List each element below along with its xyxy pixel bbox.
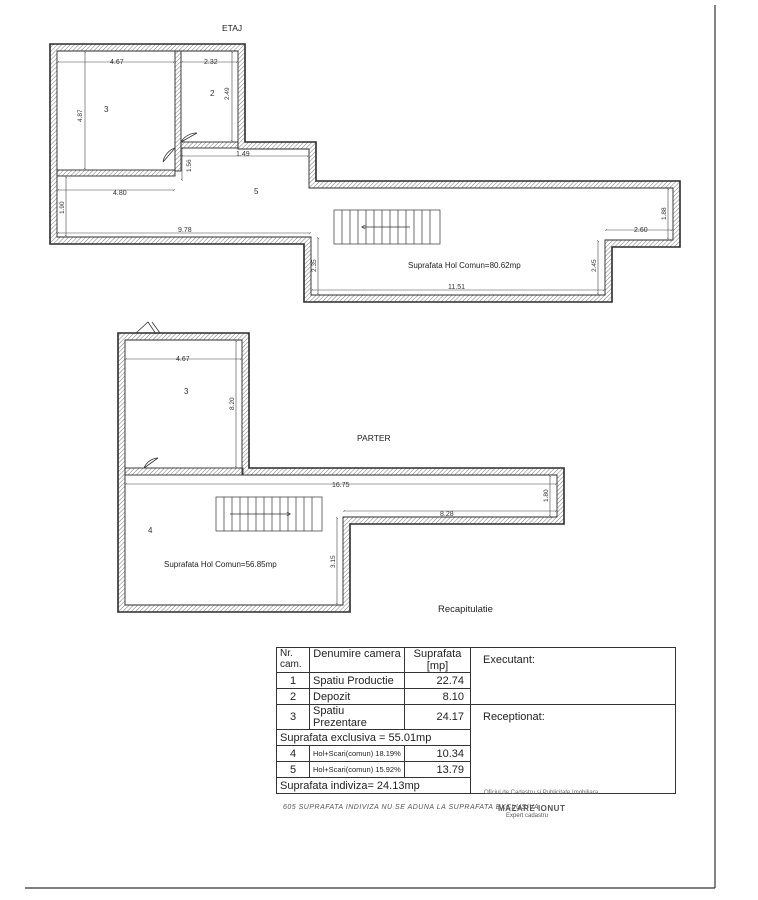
- row-name: Spatiu Prezentare: [309, 704, 405, 730]
- row-area: 13.79: [404, 761, 471, 778]
- dim-etaj-14: 1.88: [661, 207, 668, 220]
- table-header-row: Nr. cam. Denumire camera Suprafata [mp] …: [276, 647, 676, 705]
- room-number-etaj-3: 3: [104, 105, 109, 114]
- dim-etaj-8: 1.90: [59, 201, 66, 214]
- dim-etaj-9: 9.78: [178, 227, 192, 234]
- stairs-parter: [215, 496, 323, 532]
- dim-parter-5: 8.28: [440, 511, 454, 518]
- etaj-area-label: Suprafata Hol Comun=80.62mp: [408, 261, 521, 270]
- stairs-etaj: [333, 209, 441, 245]
- floor-plan-parter: PARTER 4.67 8.20 16.75 1.80: [117, 321, 565, 613]
- executant-box: Executant:: [470, 647, 676, 705]
- dim-parter-3: 16.75: [332, 482, 350, 489]
- room-number-parter-4: 4: [148, 526, 153, 535]
- door-etaj-room2: [180, 132, 198, 143]
- row-nr: 2: [276, 688, 310, 705]
- parter-title: PARTER: [357, 433, 391, 443]
- dim-etaj-2: 2.32: [204, 59, 218, 66]
- dim-parter-2: 8.20: [229, 397, 236, 410]
- room-number-etaj-2: 2: [210, 89, 215, 98]
- parter-area-label: Suprafata Hol Comun=56.85mp: [164, 560, 277, 569]
- dim-etaj-3: 4.87: [77, 109, 84, 122]
- stamp-role: Expert cadastru: [506, 813, 549, 819]
- dim-etaj-10: 2.35: [311, 259, 318, 272]
- row-name: Spatiu Productie: [309, 672, 405, 689]
- receptionat-label: Receptionat:: [483, 711, 545, 723]
- table-row: 2 Depozit 8.10: [276, 688, 676, 705]
- exclusive-total-row: Suprafata exclusiva = 55.01mp: [276, 729, 676, 746]
- door-etaj-room3: [162, 147, 176, 163]
- table-row: 5 Hol+Scari(comun) 15.92% 13.79: [276, 761, 676, 778]
- row-area: 24.17: [404, 704, 471, 730]
- stamp-office: Oficiul de Cadastru si Publicitate Imobi…: [484, 790, 599, 796]
- table-row: 4 Hol+Scari(comun) 18.19% 10.34: [276, 745, 676, 762]
- row-area: 22.74: [404, 672, 471, 689]
- row-area: 8.10: [404, 688, 471, 705]
- recap-title: Recapitulatie: [438, 604, 493, 615]
- row-nr: 4: [276, 745, 310, 762]
- dim-etaj-4: 2.49: [224, 87, 231, 100]
- header-name: Denumire camera: [309, 647, 405, 673]
- row-name: Hol+Scari(comun) 18.19%: [309, 745, 405, 762]
- row-nr: 1: [276, 672, 310, 689]
- dim-parter-6: 3.15: [330, 555, 337, 568]
- indiviza-total-row: Suprafata indiviza= 24.13mp: [276, 777, 676, 794]
- dim-etaj-6: 1.49: [236, 151, 250, 158]
- row-nr: 5: [276, 761, 310, 778]
- header-area: Suprafata [mp]: [404, 647, 471, 673]
- stamp-name: MAZARE IONUT: [498, 804, 566, 813]
- dim-etaj-11: 11.51: [448, 284, 465, 291]
- door-parter-entrance: [135, 321, 161, 335]
- room-number-etaj-5: 5: [254, 187, 259, 196]
- table-row: 3 Spatiu Prezentare 24.17 Receptionat:: [276, 704, 676, 794]
- dim-parter-1: 4.67: [176, 356, 190, 363]
- door-parter-room3: [143, 457, 159, 469]
- row-nr: 3: [276, 704, 310, 730]
- header-nr: Nr. cam.: [276, 647, 310, 673]
- etaj-title: ETAJ: [222, 23, 242, 33]
- recap-table: Nr. cam. Denumire camera Suprafata [mp] …: [276, 647, 676, 794]
- floor-plan-etaj: ETAJ: [49, 23, 681, 303]
- dim-etaj-12: 2.45: [591, 259, 598, 272]
- exclusive-total: Suprafata exclusiva = 55.01mp: [276, 729, 471, 746]
- row-name: Hol+Scari(comun) 15.92%: [309, 761, 405, 778]
- dim-etaj-7: 4.80: [113, 190, 127, 197]
- executant-label: Executant:: [483, 654, 535, 666]
- dim-etaj-1: 4.67: [110, 59, 124, 66]
- footer-note: 605 SUPRAFATA INDIVIZA NU SE ADUNA LA SU…: [283, 804, 540, 811]
- row-name: Depozit: [309, 688, 405, 705]
- row-area: 10.34: [404, 745, 471, 762]
- dim-etaj-13: 2.60: [634, 227, 648, 234]
- room-number-parter-3: 3: [184, 387, 189, 396]
- dim-etaj-5: 1.56: [186, 159, 193, 172]
- receptionat-box: Receptionat:: [470, 704, 676, 794]
- stamp: Oficiul de Cadastru si Publicitate Imobi…: [484, 790, 618, 832]
- indiviza-total: Suprafata indiviza= 24.13mp: [276, 777, 471, 794]
- dim-parter-4: 1.80: [543, 489, 550, 502]
